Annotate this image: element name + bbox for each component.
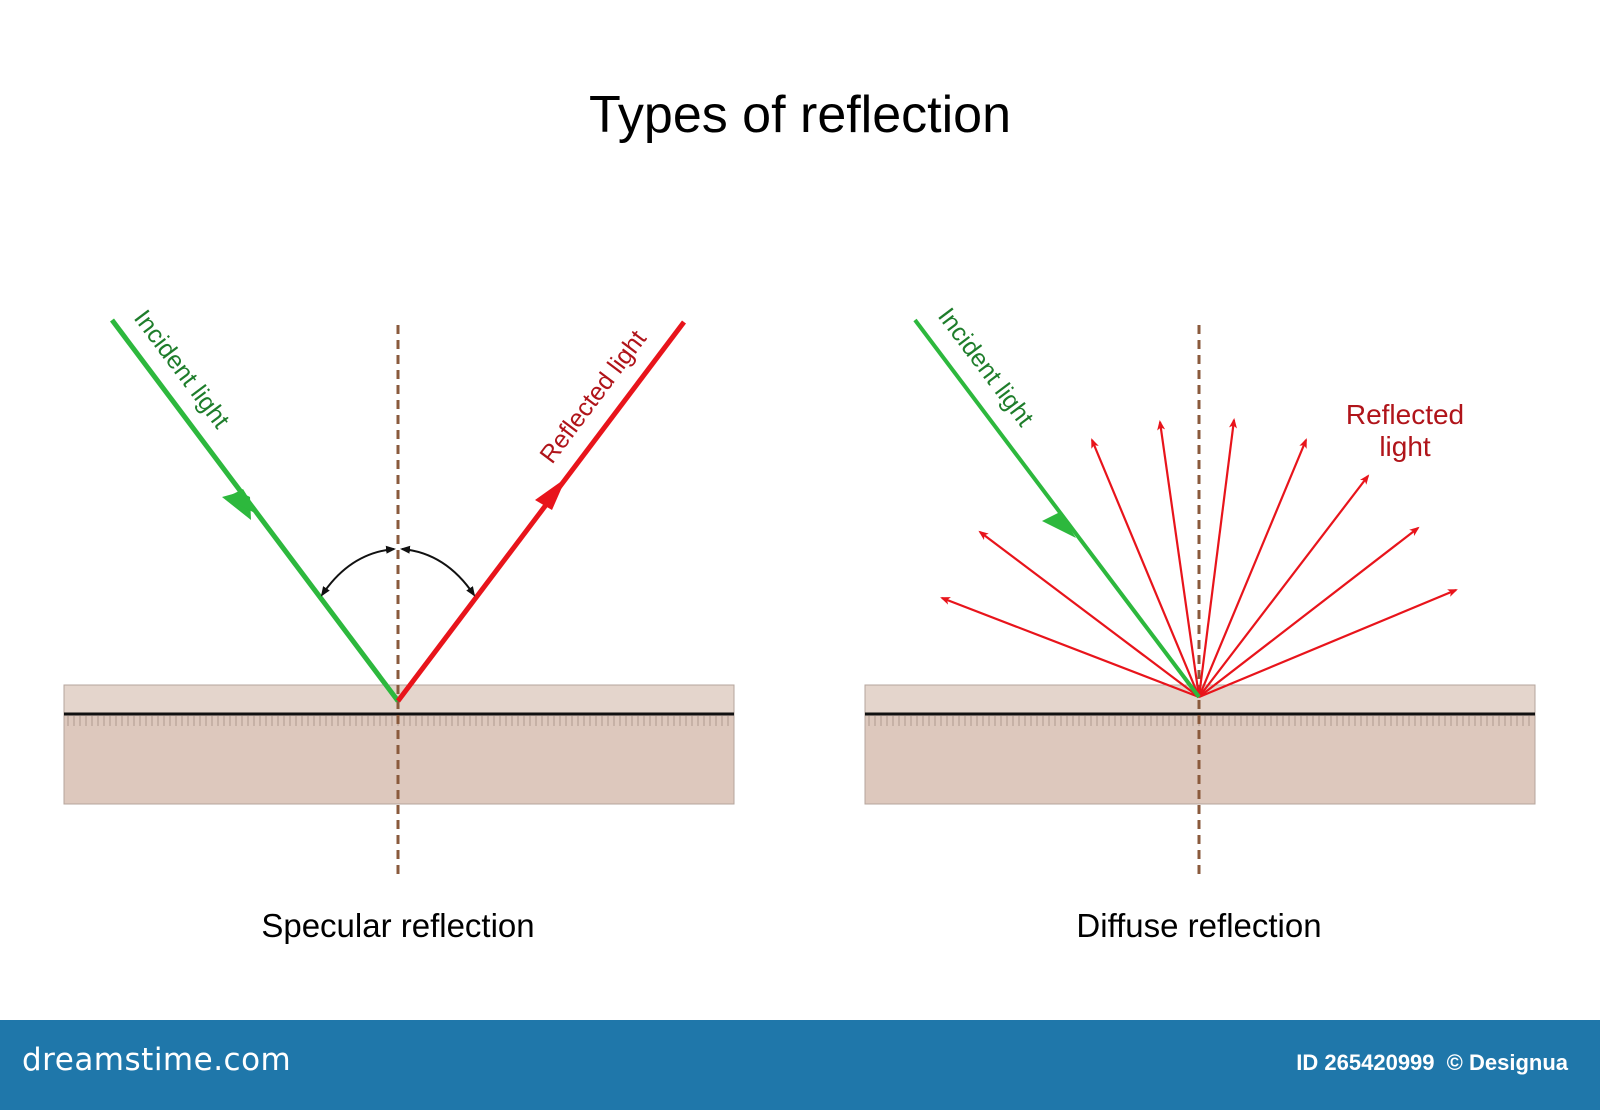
specular-reflected-arrowhead [535,478,566,510]
diffuse-reflected-rays [940,418,1458,699]
diffuse-surface [864,684,1536,805]
diffuse-incident-ray [913,318,1201,699]
footer-bar: dreamstime.com ID 265420999 © Designua [0,1020,1600,1110]
diffuse-reflected-ray-6 [1197,438,1308,698]
diagram-title: Types of reflection [589,86,1011,144]
diffuse-reflected-ray-4 [1157,420,1201,698]
specular-caption: Specular reflection [261,907,534,944]
incidence-angle-arc [320,545,396,597]
footer-brand[interactable]: dreamstime.com [22,1042,292,1078]
diffuse-caption: Diffuse reflection [1076,907,1321,944]
diffuse-reflected-ray-8 [1198,526,1420,698]
diffuse-incident-arrowhead [1042,512,1076,538]
diffuse-reflected-ray-1 [940,596,1200,699]
diffuse-reflected-ray-7 [1198,474,1370,698]
specular-incident-arrowhead [225,489,259,515]
diffuse-reflected-label-line2: light [1379,431,1431,462]
reflection-angle-arc [400,545,476,597]
specular-panel: Incident light Reflected light Specular … [63,305,735,944]
image-id: ID 265420999 [1296,1050,1435,1075]
diffuse-reflected-ray-2 [978,530,1200,698]
diffuse-reflected-ray-5 [1197,418,1237,698]
footer-credit: ID 265420999 © Designua [1296,1050,1574,1076]
diffuse-reflected-label-line1: Reflected [1346,399,1464,430]
diffuse-reflected-ray-3 [1090,438,1201,698]
image-author: © Designua [1446,1050,1568,1075]
diffuse-reflected-ray-9 [1198,588,1458,699]
diffuse-panel: Incident light Reflected light Diffuse r… [864,303,1536,944]
specular-surface [63,684,735,805]
specular-reflected-ray [396,320,686,703]
reflection-diagram: Types of reflection Incident light Refle… [63,86,1536,944]
specular-reflected-label: Reflected light [534,325,652,468]
